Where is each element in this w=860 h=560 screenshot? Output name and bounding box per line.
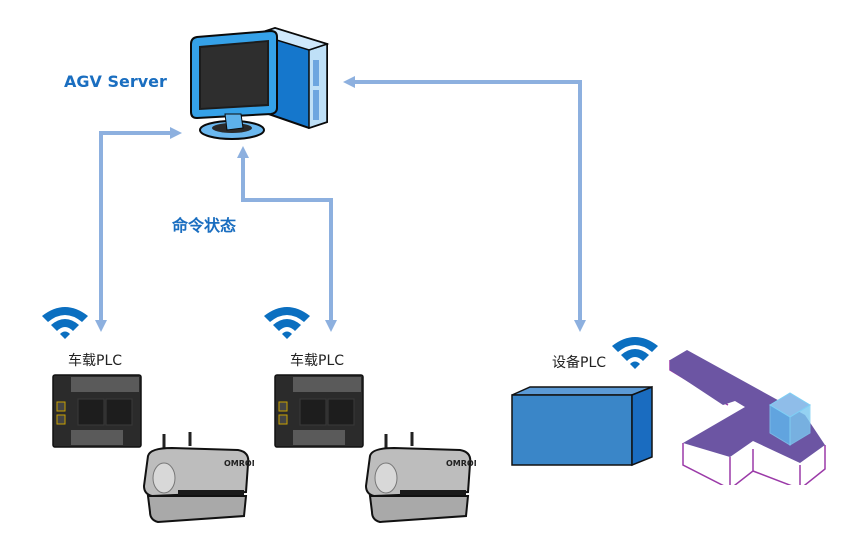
brand-logo: OMRON — [224, 459, 254, 468]
command-status-label: 命令状态 — [172, 216, 237, 235]
vehicle-plc-label: 车载PLC — [290, 353, 345, 369]
wifi-icon — [612, 337, 658, 369]
arrow-equipment-server — [343, 76, 586, 332]
vehicle-group-2: 车载PLC OMRON — [260, 300, 476, 540]
server-label: AGV Server — [64, 72, 167, 91]
equipment-plc-label: 设备PLC — [552, 355, 607, 371]
vehicle-group-1: 车载PLC OMRON — [38, 300, 254, 540]
plc-controller-icon — [52, 374, 142, 448]
cargo-box-icon — [769, 392, 811, 446]
arrow-vehicle1-server — [95, 127, 182, 332]
conveyor-icon — [669, 350, 826, 485]
agv-robot-icon: OMRON — [364, 432, 476, 524]
desktop-computer-icon — [190, 26, 330, 140]
arrow-vehicle2-server — [237, 146, 337, 332]
plc-controller-icon — [274, 374, 364, 448]
wifi-icon — [42, 307, 88, 339]
wifi-icon — [264, 307, 310, 339]
brand-logo: OMRON — [446, 459, 476, 468]
vehicle-plc-label: 车载PLC — [68, 353, 123, 369]
agv-robot-icon: OMRON — [142, 432, 254, 524]
plc-box-icon — [511, 385, 653, 467]
